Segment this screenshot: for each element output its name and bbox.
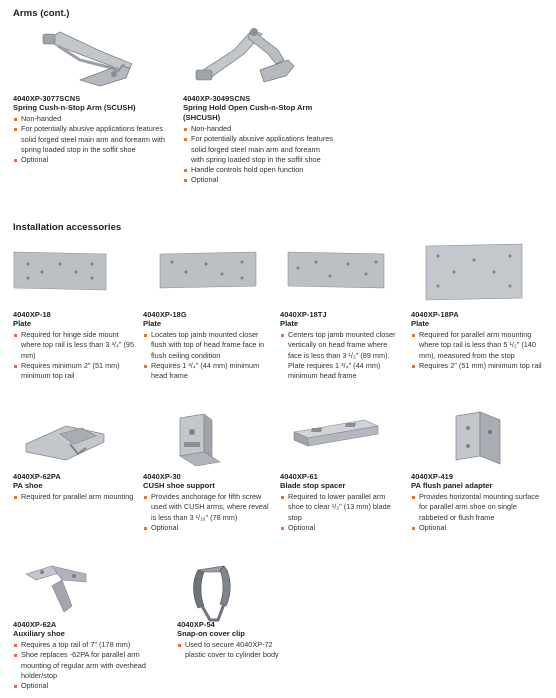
feature-bullet: Optional <box>13 681 153 691</box>
product-code: 4040XP-62PA <box>13 472 61 481</box>
product-code: 4040XP-54 <box>177 620 215 629</box>
arms-section-title: Arms (cont.) <box>13 8 70 19</box>
feature-bullet: Non-handed <box>183 124 333 134</box>
plate-18g-image <box>159 251 257 289</box>
arm-item-3049: 4040XP-3049SCNS Spring Hold Open Cush-n-… <box>183 94 333 186</box>
product-code: 4040XP-18PA <box>411 310 459 319</box>
feature-bullet: Requires 1 ³/₄" (44 mm) minimum head fra… <box>143 361 271 382</box>
accessory-18: 4040XP-18 Plate Required for hinge side … <box>13 310 138 381</box>
product-name: Plate <box>411 319 430 328</box>
product-name: Plate <box>13 319 32 328</box>
feature-list: Provides horizontal mounting surface for… <box>411 492 546 533</box>
product-name: Spring Hold Open Cush-n-Stop Arm (SHCUSH… <box>183 103 313 122</box>
feature-bullet: Requires a top rail of 7" (178 mm) <box>13 640 153 650</box>
spring-hold-open-arm-image <box>195 28 295 83</box>
product-name: Snap-on cover clip <box>177 629 245 638</box>
product-code: 4040XP-61 <box>280 472 318 481</box>
spring-cush-arm-image <box>42 31 133 87</box>
product-code: 4040XP-3077SCNS <box>13 94 81 103</box>
product-code: 4040XP-3049SCNS <box>183 94 251 103</box>
feature-bullet: Used to secure 4040XP-72 plastic cover t… <box>177 640 287 661</box>
feature-list: Non-handed For potentially abusive appli… <box>183 124 333 186</box>
pa-shoe-image <box>25 425 105 461</box>
feature-bullet: Provides anchorage for fifth screw used … <box>143 492 271 523</box>
product-name: Plate <box>280 319 299 328</box>
feature-list: Non-handed For potentially abusive appli… <box>13 114 178 165</box>
feature-list: Required to lower parallel arm shoe to c… <box>280 492 400 533</box>
accessory-419: 4040XP-419 PA flush panel adapter Provid… <box>411 472 546 533</box>
accessories-section-title: Installation accessories <box>13 222 122 233</box>
feature-list: Centers top jamb mounted closer vertical… <box>280 330 400 381</box>
product-code: 4040XP-30 <box>143 472 181 481</box>
feature-bullet: Locates top jamb mounted closer flush wi… <box>143 330 271 361</box>
feature-list: Provides anchorage for fifth screw used … <box>143 492 271 533</box>
feature-bullet: For potentially abusive applications fea… <box>183 134 333 165</box>
accessory-61: 4040XP-61 Blade stop spacer Required to … <box>280 472 400 533</box>
product-code: 4040XP-62A <box>13 620 57 629</box>
accessory-62pa: 4040XP-62PA PA shoe Required for paralle… <box>13 472 138 502</box>
plate-18pa-image <box>425 243 523 301</box>
feature-bullet: Optional <box>411 523 546 533</box>
product-name: PA flush panel adapter <box>411 481 493 490</box>
product-name: PA shoe <box>13 481 43 490</box>
cush-shoe-support-image <box>179 413 221 466</box>
product-code: 4040XP-18TJ <box>280 310 327 319</box>
feature-bullet: Provides horizontal mounting surface for… <box>411 492 546 523</box>
product-code: 4040XP-18G <box>143 310 187 319</box>
feature-bullet: Required for parallel arm mounting <box>13 492 138 502</box>
auxiliary-shoe-image <box>25 565 87 613</box>
feature-bullet: Required for parallel arm mounting where… <box>411 330 546 361</box>
product-name: Blade stop spacer <box>280 481 346 490</box>
feature-bullet: Centers top jamb mounted closer vertical… <box>280 330 400 381</box>
snap-on-cover-clip-image <box>193 565 231 622</box>
feature-bullet: Requires minimum 2" (51 mm) minimum top … <box>13 361 138 382</box>
feature-bullet: Required for hinge side mount where top … <box>13 330 138 361</box>
arm-item-3077: 4040XP-3077SCNS Spring Cush-n-Stop Arm (… <box>13 94 178 165</box>
feature-bullet: Requires 2" (51 mm) minimum top rail <box>411 361 546 371</box>
feature-bullet: Optional <box>280 523 400 533</box>
product-name: Auxiliary shoe <box>13 629 65 638</box>
accessory-18pa: 4040XP-18PA Plate Required for parallel … <box>411 310 546 371</box>
product-name: Spring Cush-n-Stop Arm (SCUSH) <box>13 103 136 112</box>
accessory-30: 4040XP-30 CUSH shoe support Provides anc… <box>143 472 271 533</box>
plate-18tj-image <box>287 251 385 289</box>
accessory-54: 4040XP-54 Snap-on cover clip Used to sec… <box>177 620 287 661</box>
feature-list: Requires a top rail of 7" (178 mm) Shoe … <box>13 640 153 691</box>
feature-bullet: For potentially abusive applications fea… <box>13 124 178 155</box>
blade-stop-spacer-image <box>292 419 380 447</box>
feature-list: Required for parallel arm mounting where… <box>411 330 546 371</box>
feature-bullet: Optional <box>183 175 333 185</box>
feature-bullet: Non-handed <box>13 114 178 124</box>
feature-bullet: Shoe replaces -62PA for parallel arm mou… <box>13 650 153 681</box>
accessory-18tj: 4040XP-18TJ Plate Centers top jamb mount… <box>280 310 400 381</box>
feature-list: Required for parallel arm mounting <box>13 492 138 502</box>
feature-bullet: Required to lower parallel arm shoe to c… <box>280 492 400 523</box>
product-code: 4040XP-419 <box>411 472 454 481</box>
feature-bullet: Optional <box>143 523 271 533</box>
accessory-18g: 4040XP-18G Plate Locates top jamb mounte… <box>143 310 271 381</box>
accessory-62a: 4040XP-62A Auxiliary shoe Requires a top… <box>13 620 153 691</box>
feature-list: Used to secure 4040XP-72 plastic cover t… <box>177 640 287 661</box>
feature-list: Required for hinge side mount where top … <box>13 330 138 381</box>
product-code: 4040XP-18 <box>13 310 51 319</box>
pa-flush-panel-adapter-image <box>455 411 501 465</box>
product-name: Plate <box>143 319 162 328</box>
plate-18-image <box>13 251 107 291</box>
feature-bullet: Handle controls hold open function <box>183 165 333 175</box>
feature-list: Locates top jamb mounted closer flush wi… <box>143 330 271 381</box>
feature-bullet: Optional <box>13 155 178 165</box>
product-name: CUSH shoe support <box>143 481 215 490</box>
